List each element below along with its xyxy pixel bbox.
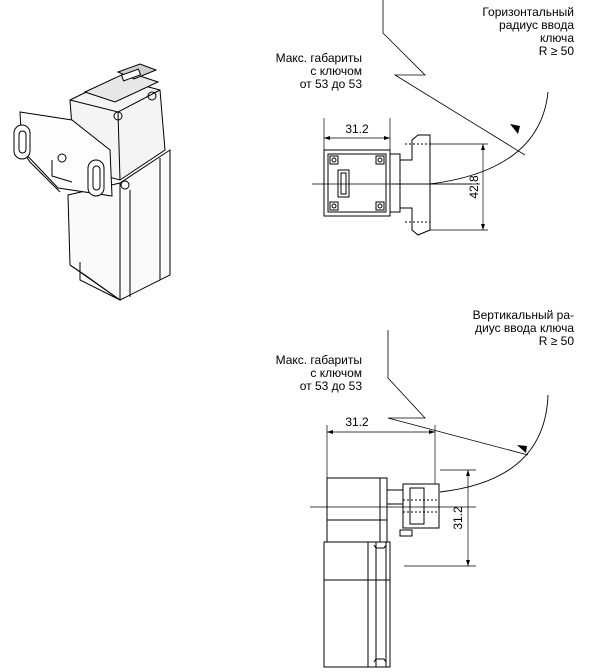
side-max-dims-line-1: Макс. габариты xyxy=(275,353,362,367)
horizontal-radius-line-3: ключа xyxy=(539,31,574,45)
horizontal-radius-label: Горизонтальный радиус ввода ключа R ≥ 50 xyxy=(482,6,574,58)
side-height-dimension: 31.2 xyxy=(451,506,465,530)
top-max-dims-line-3: от 53 до 53 xyxy=(299,77,362,91)
side-max-dims-label: Макс. габариты с ключом от 53 до 53 xyxy=(276,354,362,393)
side-width-dimension: 31.2 xyxy=(345,415,369,429)
top-max-dims-label: Макс. габариты с ключом от 53 до 53 xyxy=(276,52,362,91)
horizontal-radius-line-4: R ≥ 50 xyxy=(538,44,574,58)
side-max-dims-line-3: от 53 до 53 xyxy=(299,379,362,393)
vertical-radius-line-3: R ≥ 50 xyxy=(538,334,574,348)
top-width-dimension: 31.2 xyxy=(345,122,369,136)
vertical-radius-label: Вертикальный ра- диус ввода ключа R ≥ 50 xyxy=(473,309,574,348)
top-max-dims-line-2: с ключом xyxy=(310,64,362,78)
vertical-radius-line-1: Вертикальный ра- xyxy=(472,308,574,322)
vertical-radius-line-2: диус ввода ключа xyxy=(475,321,574,335)
horizontal-radius-line-2: радиус ввода xyxy=(499,18,574,32)
top-height-dimension: 42.8 xyxy=(467,175,481,199)
top-view-drawing xyxy=(312,0,549,236)
side-view-drawing xyxy=(310,330,549,668)
product-illustration xyxy=(13,63,171,301)
top-max-dims-line-1: Макс. габариты xyxy=(275,51,362,65)
side-max-dims-line-2: с ключом xyxy=(310,366,362,380)
horizontal-radius-line-1: Горизонтальный xyxy=(482,5,574,19)
